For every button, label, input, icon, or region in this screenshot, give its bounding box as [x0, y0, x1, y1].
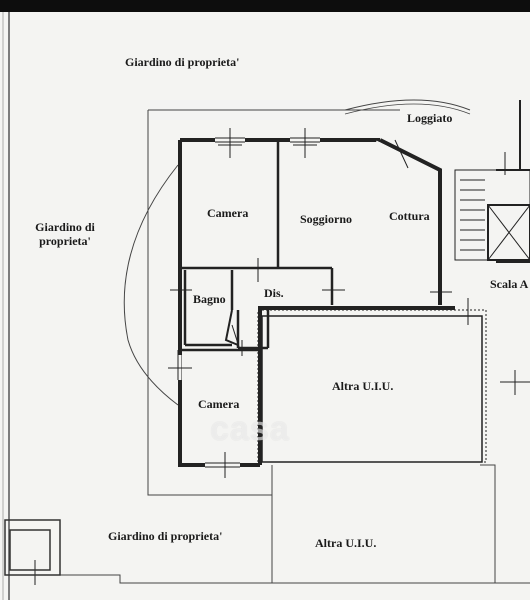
watermark: casa [210, 410, 290, 448]
bagno-label: Bagno [193, 292, 226, 306]
altra-uiu-outer [257, 309, 487, 463]
dis-label: Dis. [264, 286, 284, 300]
tick-marks [34, 128, 530, 585]
garden-boundary [60, 109, 400, 584]
cottura-label: Cottura [389, 209, 430, 223]
loggiato-curve [344, 99, 471, 111]
garden-top-label: Giardino di proprieta' [125, 55, 240, 69]
garden-left-label: Giardino di proprieta' [30, 220, 100, 248]
garden-left-line1: Giardino di [35, 220, 95, 234]
loggiato-label: Loggiato [407, 111, 453, 125]
right-boundary [271, 464, 496, 584]
soggiorno-label: Soggiorno [300, 212, 353, 226]
scala-label: Scala A [490, 277, 529, 291]
interior-walls [180, 140, 334, 352]
curved-garden-edge [123, 164, 179, 406]
garden-left-line2: proprieta' [39, 234, 91, 248]
top-bar [0, 0, 530, 12]
loggiato-curve-inner [344, 103, 471, 115]
stairwell [454, 100, 530, 263]
bottom-left-block [4, 519, 61, 576]
altra-uiu-center-label: Altra U.I.U. [332, 379, 394, 393]
bagno-door [224, 309, 239, 346]
altra-uiu-bottom-label: Altra U.I.U. [315, 536, 377, 550]
camera-top-label: Camera [207, 206, 249, 220]
garden-bottom-label: Giardino di proprieta' [108, 529, 223, 543]
camera-bottom-label: Camera [198, 397, 240, 411]
